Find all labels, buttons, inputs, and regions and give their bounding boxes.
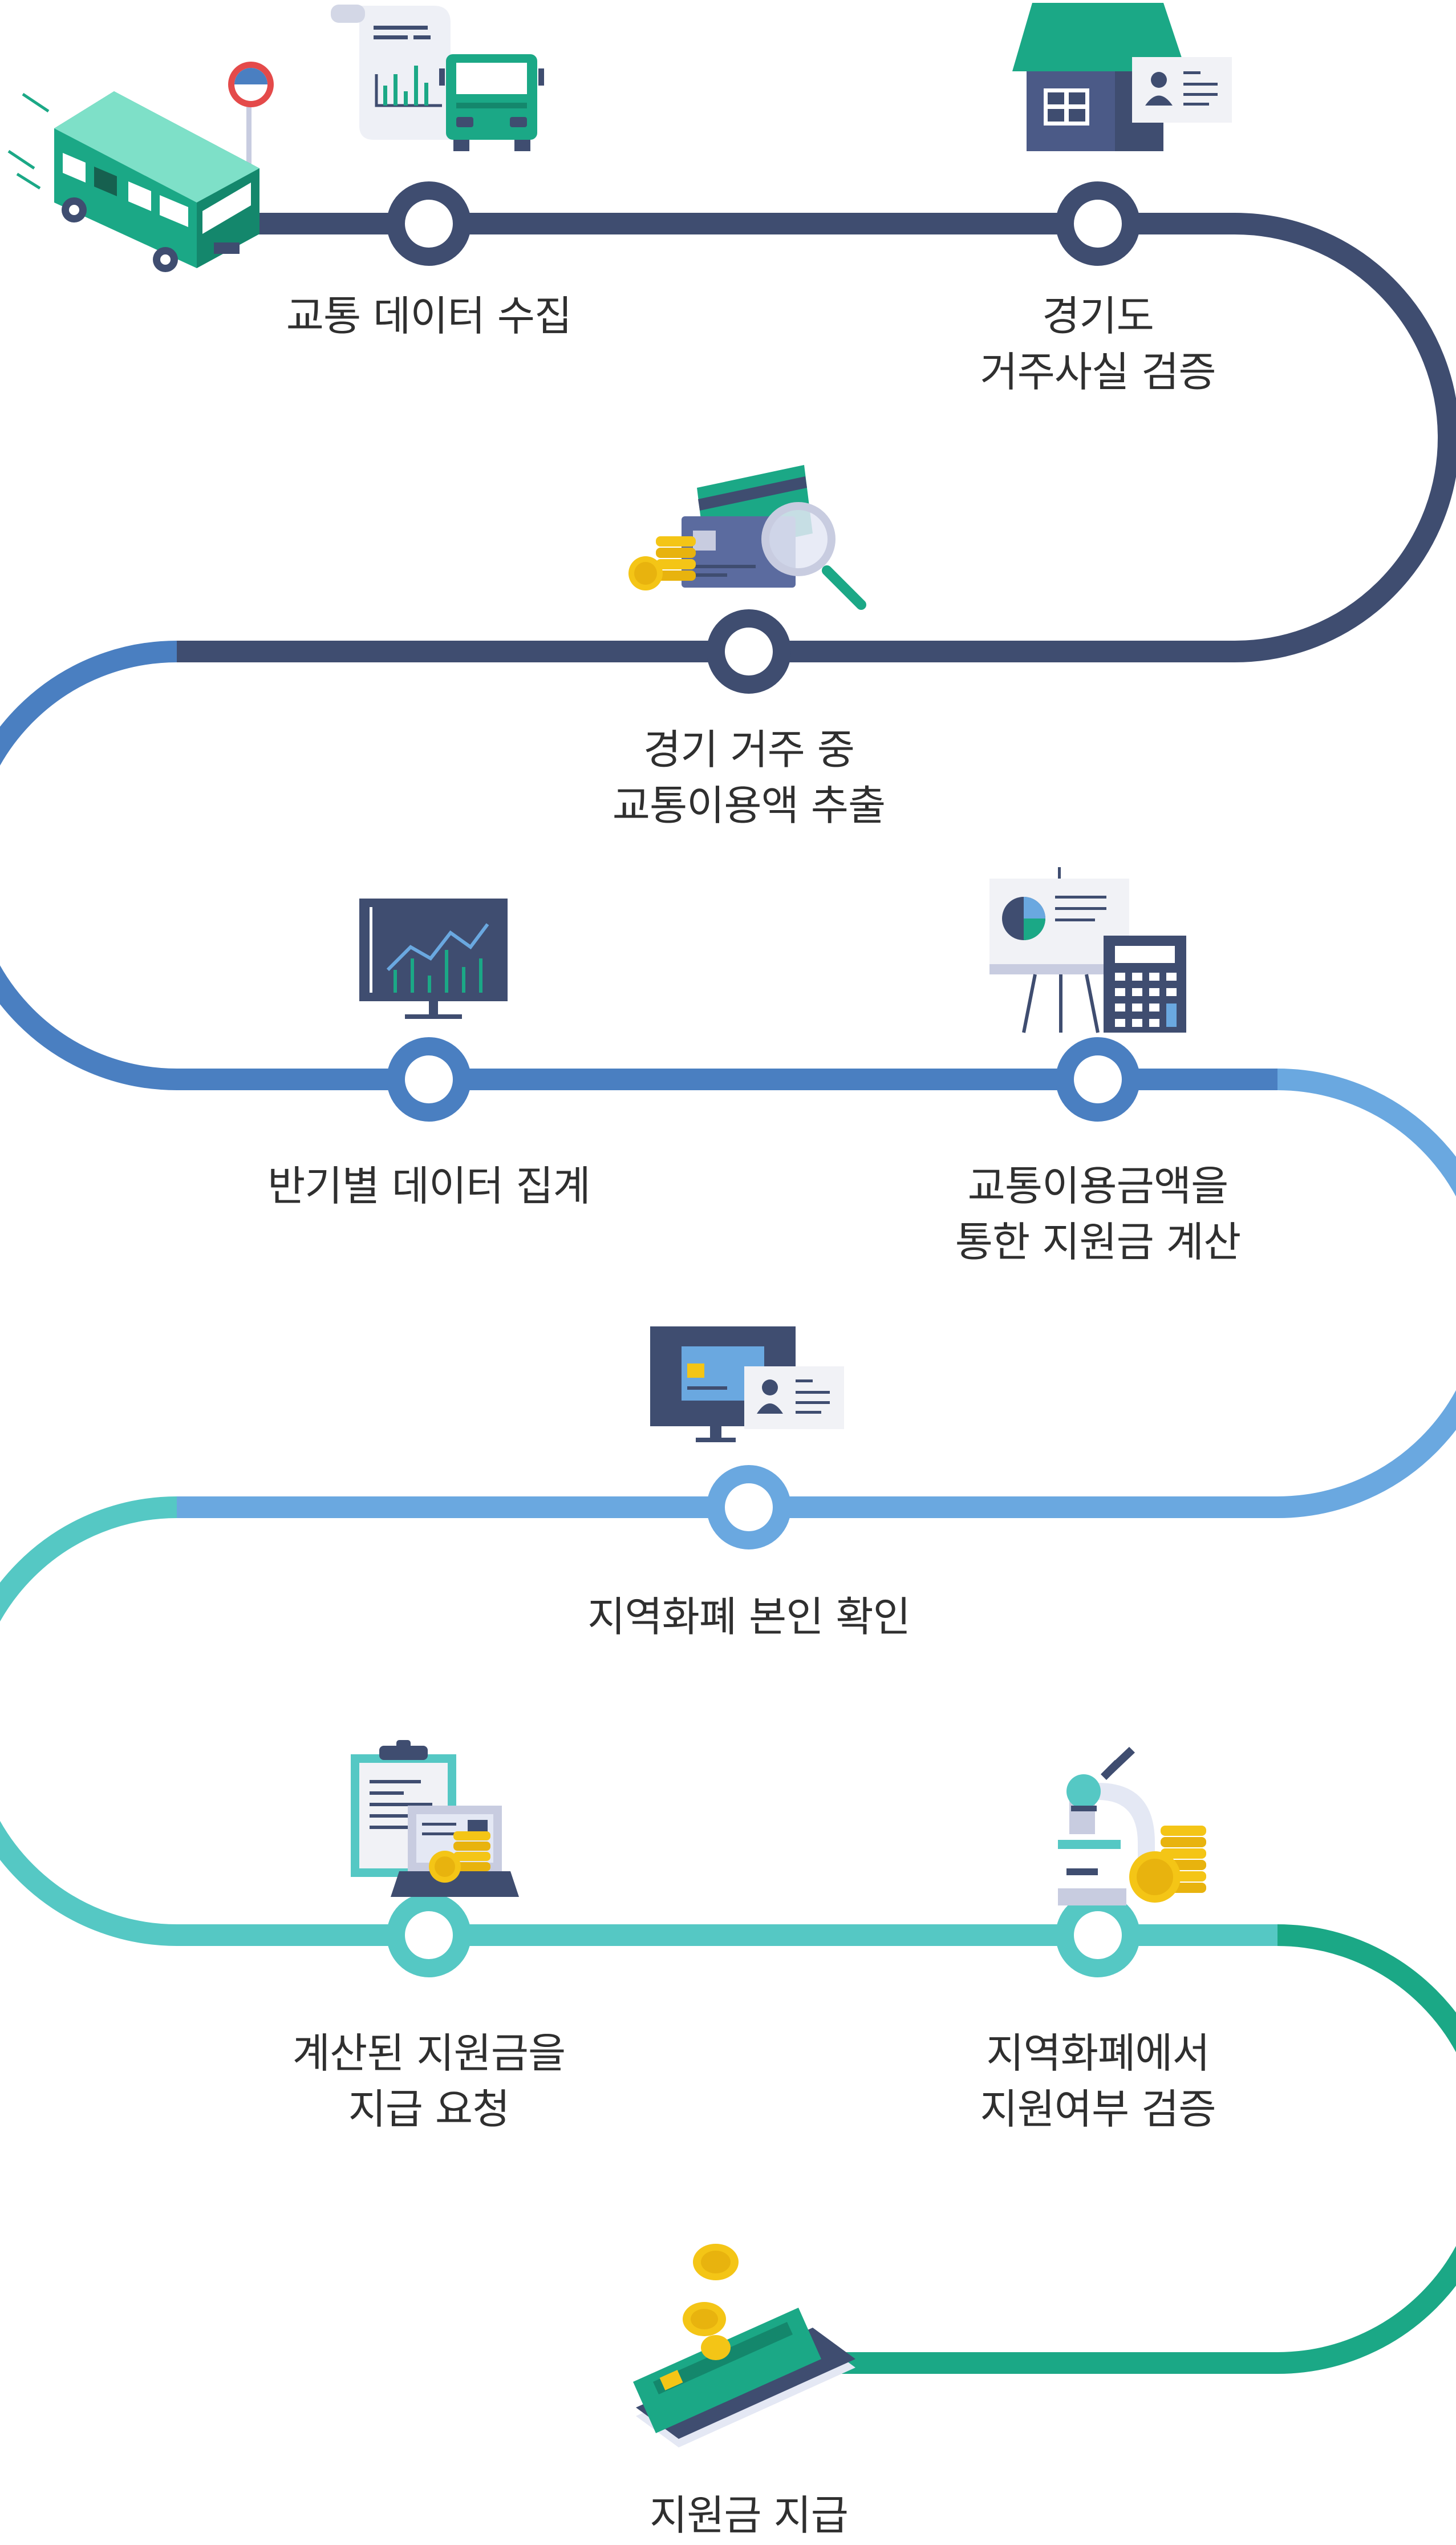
node-residency (1056, 181, 1140, 266)
step-label-line: 계산된 지원금을 (292, 2029, 566, 2077)
monitor-id-icon (650, 1326, 844, 1442)
node-identity (707, 1465, 791, 1549)
step-label-line: 반기별 데이터 집계 (267, 1162, 591, 1210)
step-label-line: 통한 지원금 계산 (955, 1218, 1241, 1266)
step-label-line: 지역화폐 본인 확인 (587, 1593, 911, 1641)
node-collect (387, 181, 471, 266)
clipboard-laptop-icon (351, 1740, 519, 1897)
step-nodes (387, 181, 1140, 1977)
step-label-line: 경기도 (1042, 292, 1154, 340)
step-label-line: 지원금 지급 (649, 2491, 849, 2539)
coin-stack (628, 536, 696, 590)
step-label-extract: 경기 거주 중 교통이용액 추출 (532, 722, 966, 834)
path-segment-navy (177, 213, 1456, 662)
step-label-line: 거주사실 검증 (980, 348, 1216, 396)
flow-path (0, 213, 1456, 2374)
step-label-collect: 교통 데이터 수집 (212, 288, 646, 344)
path-segment-teal (0, 1496, 1277, 1946)
path-segment-green (759, 1924, 1456, 2374)
step-label-verify: 지역화폐에서 지원여부 검증 (881, 2025, 1315, 2137)
step-label-payout: 지원금 지급 (532, 2487, 966, 2543)
node-request (387, 1893, 471, 1977)
monitor-chart-icon (359, 899, 508, 1019)
falling-coins (683, 2244, 739, 2360)
presentation-calculator-icon (989, 867, 1186, 1033)
step-label-line: 교통 데이터 수집 (286, 292, 572, 340)
node-verify (1056, 1893, 1140, 1977)
step-label-line: 교통이용액 추출 (612, 782, 886, 830)
step-label-request: 계산된 지원금을 지급 요청 (212, 2025, 646, 2137)
card-phone-coins-icon (633, 2244, 855, 2447)
step-label-residency: 경기도 거주사실 검증 (881, 288, 1315, 400)
node-aggregate (387, 1037, 471, 1122)
step-label-line: 지원여부 검증 (980, 2085, 1216, 2133)
card-magnifier-icon (628, 465, 866, 610)
coin-stack (429, 1831, 490, 1883)
step-label-line: 경기 거주 중 (643, 726, 855, 774)
step-label-aggregate: 반기별 데이터 집계 (212, 1158, 646, 1214)
step-label-identity: 지역화폐 본인 확인 (532, 1589, 966, 1645)
path-segment-light-blue (177, 1069, 1456, 1518)
bus-document-icon (7, 5, 544, 272)
step-label-line: 지급 요청 (348, 2085, 510, 2133)
house-id-icon (1012, 3, 1232, 151)
node-extract (707, 609, 791, 694)
step-label-calculate: 교통이용금액을 통한 지원금 계산 (881, 1158, 1315, 1270)
step-label-line: 교통이용금액을 (967, 1162, 1229, 1210)
coin-stack (1129, 1826, 1206, 1903)
path-segment-blue (0, 641, 1277, 1090)
step-label-line: 지역화폐에서 (986, 2029, 1210, 2077)
microscope-coins-icon (1058, 1747, 1206, 1905)
node-calculate (1056, 1037, 1140, 1122)
